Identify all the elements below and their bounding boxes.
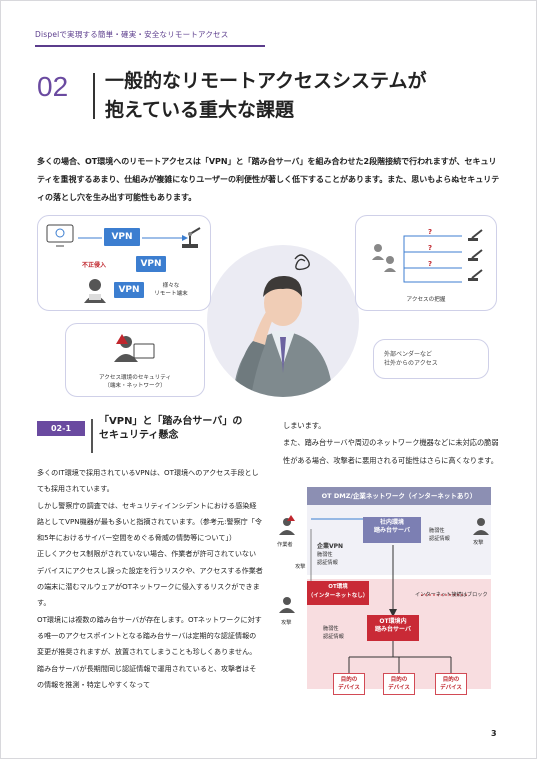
device-line1: 目的の xyxy=(390,677,408,683)
vpn-vuln: 脆弱性 xyxy=(317,552,333,558)
device-line1: 目的の xyxy=(442,677,460,683)
page-number: 3 xyxy=(491,729,497,738)
paragraph: OT環境には複数の踏み台サーバが存在します。OTネットワークに対する唯一のアクセ… xyxy=(37,614,262,689)
monitor-icon xyxy=(46,224,74,247)
section-title-line2: 抱えている重大な課題 xyxy=(105,99,295,121)
ot-environment-label: OT環境 （インターネットなし） xyxy=(307,581,369,605)
external-attacker-icon xyxy=(473,518,489,535)
device-line2: デバイス xyxy=(440,685,462,691)
ot-label-line1: OT環境 xyxy=(328,584,348,590)
subsection-title-line1: 「VPN」と「踏み台サーバ」の xyxy=(99,416,243,427)
attack-label-2: 攻撃 xyxy=(281,620,292,626)
target-device-1: 目的の デバイス xyxy=(333,673,365,695)
various-terminals-label: 様々な リモート端末 xyxy=(146,282,196,298)
various-line1: 様々な xyxy=(162,283,180,289)
network-lines xyxy=(310,518,467,673)
worker-icon xyxy=(279,515,295,535)
security-line1: アクセス環境のセキュリティ xyxy=(98,375,172,381)
dmz-vuln: 脆弱性 xyxy=(429,528,445,534)
security-label: アクセス環境のセキュリティ （端末・ネットワーク） xyxy=(76,374,194,390)
corporate-vpn-block: 企業VPN 脆弱性 認証情報 xyxy=(317,543,343,567)
hacker-icon xyxy=(84,279,106,303)
unauthorized-intrusion-label: 不正侵入 xyxy=(82,262,107,269)
paragraph: 正しくアクセス制限がされていない場合、作業者が許可されていないデバイスにアクセス… xyxy=(37,549,263,608)
workers-icon xyxy=(372,244,396,272)
subsection-title: 「VPN」と「踏み台サーバ」の セキュリティ懸念 xyxy=(99,415,279,443)
subsection-divider xyxy=(91,419,93,453)
section-title: 一般的なリモートアクセスシステムが 抱えている重大な課題 xyxy=(105,67,525,125)
vendor-line1: 外部ベンダーなど xyxy=(384,351,433,358)
intro-paragraph: 多くの場合、OT環境へのリモートアクセスは「VPN」と「踏み台サーバ」を組み合わ… xyxy=(37,157,500,202)
running-header: Dispelで実現する簡単・確実・安全なリモートアクセス xyxy=(35,30,229,39)
corp-vpn-label: 企業VPN xyxy=(317,543,344,550)
insecure-terminal-icon xyxy=(114,334,155,362)
internet-block-note: インターネット接続はブロック xyxy=(415,592,488,598)
internal-server-line1: 社内環境 xyxy=(379,519,404,526)
right-column: しまいます。 また、踏み台サーバや周辺のネットワーク機器などに未対応の脆弱性があ… xyxy=(283,417,501,469)
vpn-box-bottom: VPN xyxy=(114,282,144,298)
subsection-number: 02-1 xyxy=(37,421,85,436)
vpn-box-top: VPN xyxy=(104,228,140,246)
paragraph: しかし警察庁の調査では、セキュリティインシデントにおける感染経路としてVPN機器… xyxy=(37,500,262,543)
dmz-risk-list: 脆弱性 認証情報 xyxy=(429,527,450,543)
various-line2: リモート端末 xyxy=(154,291,188,297)
ot-jump-server: OT環境内 踏み台サーバ xyxy=(367,615,419,641)
attack-label-1: 攻撃 xyxy=(295,564,306,570)
ot-label-line2: （インターネットなし） xyxy=(307,593,369,599)
dmz-title-bar: OT DMZ/企業ネットワーク（インターネットあり） xyxy=(307,487,491,505)
access-lines xyxy=(403,235,462,283)
dmz-auth: 認証情報 xyxy=(429,536,450,542)
robot-arm-icon xyxy=(182,227,201,248)
device-line2: デバイス xyxy=(338,685,360,691)
worker-label: 作業者 xyxy=(277,542,293,548)
paragraph: 多くのIT環境で採用されているVPNは、OT環境へのアクセス手段としても採用され… xyxy=(37,468,259,494)
ot-auth: 認証情報 xyxy=(323,634,344,640)
ot-server-line1: OT環境内 xyxy=(379,618,407,625)
target-device-2: 目的の デバイス xyxy=(383,673,415,695)
subsection-title-line2: セキュリティ懸念 xyxy=(99,430,179,441)
security-line2: （端末・ネットワーク） xyxy=(104,383,166,389)
paragraph: また、踏み台サーバや周辺のネットワーク機器などに未対応の脆弱性がある場合、攻撃者… xyxy=(283,438,499,465)
left-column: 多くのIT環境で採用されているVPNは、OT環境へのアクセス手段としても採用され… xyxy=(37,465,263,693)
vendor-bubble: 外部ベンダーなど 社外からのアクセス xyxy=(373,339,489,379)
vendor-label: 外部ベンダーなど 社外からのアクセス xyxy=(384,350,438,368)
section-number: 02 xyxy=(37,71,69,102)
header-rule xyxy=(35,45,265,47)
worried-person-illustration xyxy=(207,245,359,397)
robot-arms-icon xyxy=(468,229,483,281)
vpn-bubble: VPN 不正侵入 VPN VPN 様々な リモート端末 xyxy=(37,215,211,311)
access-control-label: アクセスの把握 xyxy=(406,297,446,303)
section-title-line1: 一般的なリモートアクセスシステムが xyxy=(105,70,427,92)
access-control-bubble: ? ? ? アクセスの把握 xyxy=(355,215,497,311)
vpn-auth: 認証情報 xyxy=(317,560,338,566)
target-device-3: 目的の デバイス xyxy=(435,673,467,695)
ot-vuln: 脆弱性 xyxy=(323,626,339,632)
vendor-line2: 社外からのアクセス xyxy=(384,360,438,367)
ot-server-line2: 踏み台サーバ xyxy=(375,626,411,633)
security-bubble: アクセス環境のセキュリティ （端末・ネットワーク） xyxy=(65,323,205,397)
question-mark-3: ? xyxy=(428,260,433,268)
question-mark-2: ? xyxy=(428,244,433,252)
ot-risk-list: 脆弱性 認証情報 xyxy=(323,625,344,641)
attacker-icon xyxy=(279,597,295,613)
vpn-box-mid: VPN xyxy=(136,256,166,272)
internal-jump-server: 社内環境 踏み台サーバ xyxy=(363,517,421,543)
section-divider xyxy=(93,73,95,119)
device-line1: 目的の xyxy=(340,677,358,683)
internal-server-line2: 踏み台サーバ xyxy=(374,527,410,534)
attack-label-3: 攻撃 xyxy=(473,540,484,546)
question-mark-1: ? xyxy=(428,228,433,236)
vpn-arrows xyxy=(78,235,188,241)
paragraph: しまいます。 xyxy=(283,421,326,430)
device-line2: デバイス xyxy=(388,685,410,691)
